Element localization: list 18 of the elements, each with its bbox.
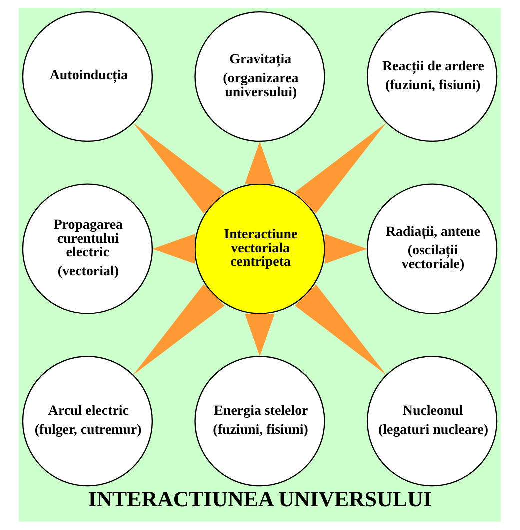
connector <box>133 284 225 376</box>
node-circle: Autoinducția <box>22 11 154 142</box>
connector <box>152 234 195 264</box>
diagram-title: INTERACTIUNEA UNIVERSULUI <box>88 486 432 512</box>
node-circle: Gravitația (organizarea universului) <box>194 11 326 142</box>
node-circle: Radiații, antene (oscilații vectoriale) <box>366 184 498 314</box>
node-circle: Arcul electric (fulger, cutremur) <box>22 356 154 487</box>
node-circle: Nucleonul (legaturi nucleare) <box>366 356 498 487</box>
connector <box>245 314 275 356</box>
connector <box>245 142 275 184</box>
node-circle: Propagarea curentului electric (vectorial) <box>22 184 154 314</box>
node-circle: Interactiune vectoriala centripeta <box>194 184 326 314</box>
connector <box>295 122 387 214</box>
node-circle: Energia stelelor (fuziuni, fisiuni) <box>194 356 326 487</box>
connector <box>133 122 225 214</box>
connector <box>324 234 368 264</box>
node-circle: Reacții de ardere (fuziuni, fisiuni) <box>366 11 498 142</box>
connector <box>295 284 387 376</box>
